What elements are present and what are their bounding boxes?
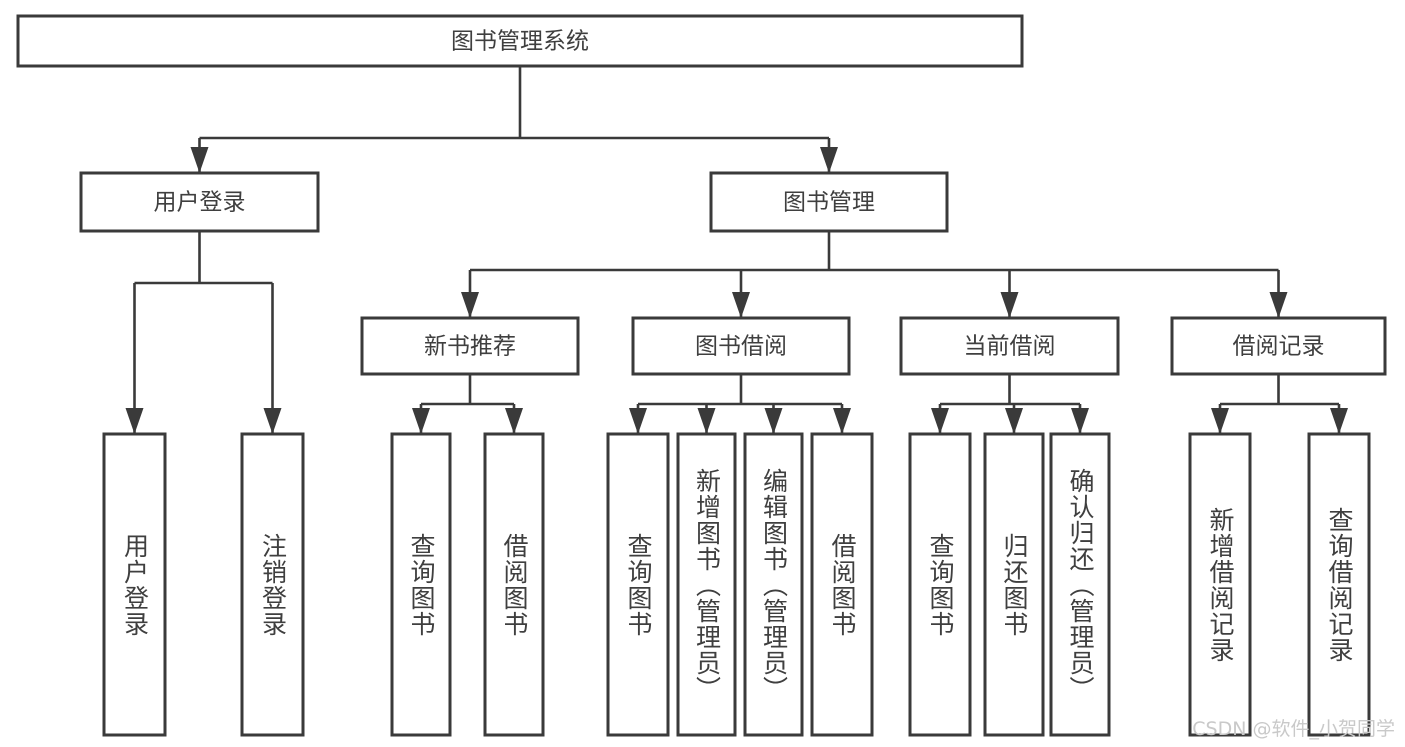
- node-leaf-add-book[interactable]: [676, 432, 737, 737]
- node-current-borrow-rect: [899, 316, 1120, 376]
- arrow-head-icon: [1269, 292, 1288, 318]
- arrow-head-icon: [505, 408, 523, 434]
- node-leaf-query-book-borrow[interactable]: [606, 432, 670, 737]
- node-leaf-query-book-borrow-rect: [606, 432, 670, 737]
- node-leaf-add-book-label: 新增图书（管理员）: [692, 467, 722, 702]
- node-leaf-query-book-cur-label-wrap: 查询图书: [910, 434, 970, 735]
- node-root-label: 图书管理系统: [451, 29, 589, 55]
- node-leaf-edit-book-label: 编辑图书（管理员）: [759, 467, 789, 702]
- node-leaf-logout-label-wrap: 注销登录: [242, 434, 303, 735]
- node-user-login-label: 用户登录: [154, 190, 246, 216]
- node-leaf-return-book-label-wrap: 归还图书: [985, 434, 1043, 735]
- node-leaf-logout[interactable]: [240, 432, 305, 737]
- node-borrow-record[interactable]: 借阅记录: [1170, 316, 1387, 376]
- node-leaf-query-book-cur-label: 查询图书: [926, 532, 955, 637]
- node-leaf-borrow-book-rec-label: 借阅图书: [500, 532, 529, 637]
- node-leaf-logout-rect: [240, 432, 305, 737]
- arrow-head-icon: [1071, 408, 1089, 434]
- arrow-head-icon: [461, 292, 479, 318]
- node-leaf-query-book-borrow-label-wrap: 查询图书: [608, 434, 668, 735]
- node-new-book-recommend[interactable]: 新书推荐: [360, 316, 580, 376]
- node-leaf-confirm-return-rect: [1049, 432, 1111, 737]
- node-leaf-borrow-book-rec-label-wrap: 借阅图书: [485, 434, 543, 735]
- arrow-head-icon: [732, 292, 750, 318]
- arrow-head-icon: [697, 408, 716, 434]
- node-leaf-borrow-book[interactable]: [810, 432, 874, 737]
- node-leaf-borrow-book-label: 借阅图书: [828, 532, 857, 637]
- arrow-head-icon: [833, 408, 851, 434]
- node-leaf-edit-book[interactable]: [743, 432, 804, 737]
- node-leaf-query-book-borrow-label: 查询图书: [624, 532, 653, 637]
- node-book-manage-label: 图书管理: [783, 190, 875, 216]
- node-borrow-record-rect: [1170, 316, 1387, 376]
- node-leaf-query-book-rec[interactable]: [390, 432, 452, 737]
- node-leaf-user-login-label: 用户登录: [120, 532, 150, 637]
- node-leaf-query-book-cur-rect: [908, 432, 972, 737]
- node-root-rect: [16, 14, 1024, 68]
- node-leaf-add-book-label-wrap: 新增图书（管理员）: [678, 434, 735, 735]
- node-current-borrow-label: 当前借阅: [964, 334, 1056, 360]
- arrow-head-icon: [1000, 292, 1019, 318]
- arrow-head-icon: [263, 408, 282, 434]
- node-leaf-borrow-book-rec-rect: [483, 432, 545, 737]
- node-leaf-return-book[interactable]: [983, 432, 1045, 737]
- node-leaf-user-login-rect: [102, 432, 167, 737]
- arrow-head-icon: [1005, 408, 1023, 434]
- node-book-borrow-label: 图书借阅: [695, 334, 787, 360]
- arrow-head-icon: [629, 408, 647, 434]
- node-leaf-query-borrow-record-label-wrap: 查询借阅记录: [1309, 434, 1369, 735]
- arrow-head-icon: [190, 147, 209, 173]
- node-leaf-confirm-return[interactable]: [1049, 432, 1111, 737]
- node-book-borrow-rect: [631, 316, 851, 376]
- arrow-head-icon: [764, 408, 783, 434]
- arrow-head-icon: [820, 147, 838, 173]
- arrow-head-icon: [125, 408, 144, 434]
- arrow-head-icon: [1330, 408, 1348, 434]
- node-root[interactable]: 图书管理系统: [16, 14, 1024, 68]
- node-leaf-logout-label: 注销登录: [258, 532, 288, 637]
- node-leaf-return-book-label: 归还图书: [1000, 532, 1029, 637]
- node-leaf-query-borrow-record[interactable]: [1307, 432, 1371, 737]
- node-book-manage[interactable]: 图书管理: [709, 171, 949, 233]
- node-user-login[interactable]: 用户登录: [79, 171, 320, 233]
- node-leaf-query-book-cur[interactable]: [908, 432, 972, 737]
- node-leaf-edit-book-rect: [743, 432, 804, 737]
- node-leaf-add-borrow-record-label: 新增借阅记录: [1206, 506, 1235, 663]
- node-leaf-user-login-label-wrap: 用户登录: [104, 434, 165, 735]
- node-book-borrow[interactable]: 图书借阅: [631, 316, 851, 376]
- node-leaf-return-book-rect: [983, 432, 1045, 737]
- node-leaf-add-borrow-record[interactable]: [1188, 432, 1252, 737]
- node-borrow-record-label: 借阅记录: [1233, 334, 1325, 360]
- node-leaf-query-book-rec-label: 查询图书: [407, 532, 436, 637]
- node-leaf-edit-book-label-wrap: 编辑图书（管理员）: [745, 434, 802, 735]
- node-leaf-query-borrow-record-rect: [1307, 432, 1371, 737]
- node-leaf-user-login[interactable]: [102, 432, 167, 737]
- node-leaf-query-book-rec-label-wrap: 查询图书: [392, 434, 450, 735]
- arrow-head-icon: [412, 408, 430, 434]
- node-leaf-borrow-book-label-wrap: 借阅图书: [812, 434, 872, 735]
- arrow-head-icon: [931, 408, 949, 434]
- connector-layer: [125, 66, 1348, 434]
- node-leaf-confirm-return-label: 确认归还（管理员）: [1066, 467, 1095, 702]
- node-new-book-recommend-rect: [360, 316, 580, 376]
- node-leaf-add-borrow-record-rect: [1188, 432, 1252, 737]
- node-leaf-add-book-rect: [676, 432, 737, 737]
- node-user-login-rect: [79, 171, 320, 233]
- arrow-head-icon: [1211, 408, 1229, 434]
- node-leaf-add-borrow-record-label-wrap: 新增借阅记录: [1190, 434, 1250, 735]
- node-leaf-confirm-return-label-wrap: 确认归还（管理员）: [1051, 434, 1109, 735]
- node-leaf-query-book-rec-rect: [390, 432, 452, 737]
- node-leaf-borrow-book-rect: [810, 432, 874, 737]
- node-leaf-borrow-book-rec[interactable]: [483, 432, 545, 737]
- node-new-book-recommend-label: 新书推荐: [424, 334, 516, 360]
- node-book-manage-rect: [709, 171, 949, 233]
- node-leaf-query-borrow-record-label: 查询借阅记录: [1325, 506, 1354, 663]
- node-current-borrow[interactable]: 当前借阅: [899, 316, 1120, 376]
